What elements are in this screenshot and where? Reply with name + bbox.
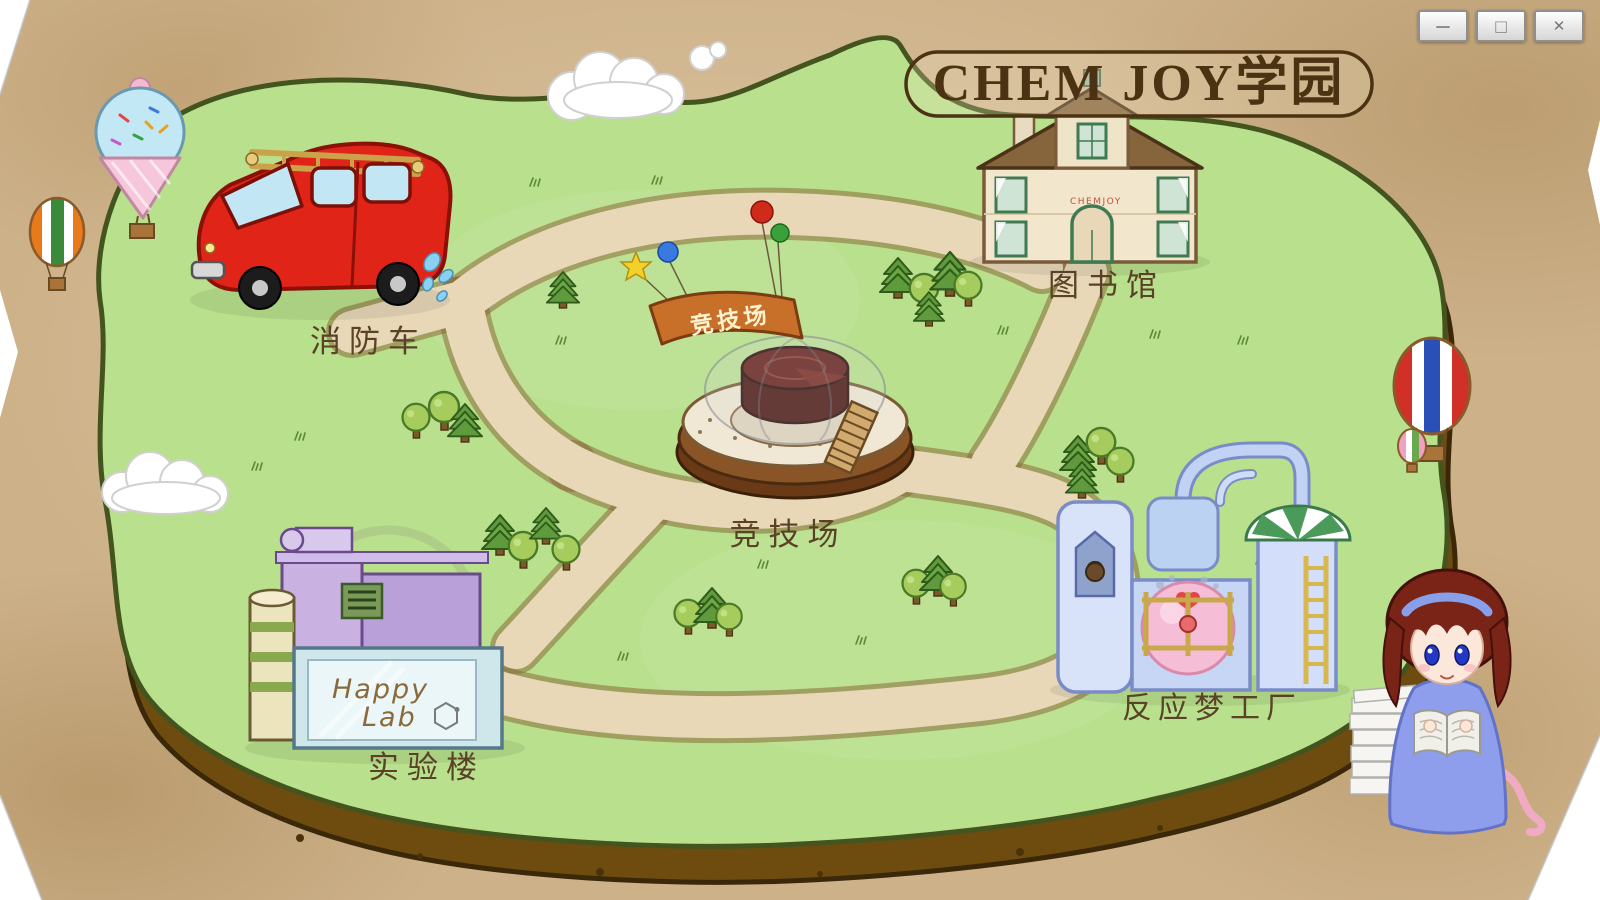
library-art: CHEMJOY (976, 69, 1204, 264)
small-balloon-icon (1397, 428, 1427, 473)
close-button[interactable]: ✕ (1534, 10, 1584, 42)
lab-location[interactable]: Happy Lab 实验楼 (245, 525, 525, 786)
ice-cream-balloon-icon (94, 77, 186, 239)
arena-stairs (823, 399, 880, 475)
lab-art: Happy Lab (248, 526, 504, 750)
page-title: CHEM JOY学园 (933, 54, 1346, 112)
factory-art (1056, 441, 1352, 694)
striped-balloon-icon (1392, 336, 1472, 462)
library-sign: CHEMJOY (1070, 197, 1122, 207)
arena-location[interactable]: 竞技场 竞技场 (619, 200, 915, 553)
star-icon (619, 249, 653, 282)
hand (1423, 719, 1437, 733)
factory-location[interactable]: 反应梦工厂 (1050, 441, 1352, 726)
cloud-icons (101, 41, 727, 515)
eye (1424, 644, 1440, 666)
factory-ladder (1303, 556, 1329, 684)
minimize-button[interactable]: — (1418, 10, 1468, 42)
arena-banner: 竞技场 (619, 200, 804, 346)
window-controls: — □ ✕ (1418, 10, 1584, 42)
striped-balloon-icon (28, 196, 86, 291)
water-splash (421, 252, 454, 302)
hand (1459, 719, 1473, 733)
eye (1454, 644, 1470, 666)
arena-label[interactable]: 竞技场 (730, 517, 847, 553)
balloon-icon (750, 200, 774, 224)
fire-truck-art (190, 141, 454, 310)
factory-label[interactable]: 反应梦工厂 (1122, 691, 1302, 726)
balloon-icon (770, 223, 790, 243)
lab-sign-line2: Lab (362, 702, 417, 733)
lab-sign-line1: Happy (332, 674, 429, 705)
factory-steam (1156, 575, 1219, 589)
maximize-button[interactable]: □ (1476, 10, 1526, 42)
arena-cake (740, 345, 850, 425)
ribbon-tail (1498, 768, 1546, 837)
open-book (1413, 709, 1481, 759)
fire-truck-label[interactable]: 消防车 (310, 324, 427, 360)
cloud-icon (547, 41, 727, 121)
cloud-icon (101, 451, 229, 515)
library-location[interactable]: CHEMJOY 图书馆 (970, 69, 1210, 304)
paper-stack (1349, 684, 1419, 795)
hot-air-balloons (28, 77, 1472, 473)
lab-label[interactable]: 实验楼 (368, 750, 485, 786)
headband (1401, 592, 1493, 617)
fire-truck-location[interactable]: 消防车 (190, 141, 455, 360)
character-mascot (1349, 568, 1546, 837)
library-label[interactable]: 图书馆 (1048, 268, 1165, 304)
library-windows (994, 176, 1190, 258)
title-banner: CHEM JOY学园 (904, 50, 1374, 118)
balloon-icon (657, 241, 679, 263)
